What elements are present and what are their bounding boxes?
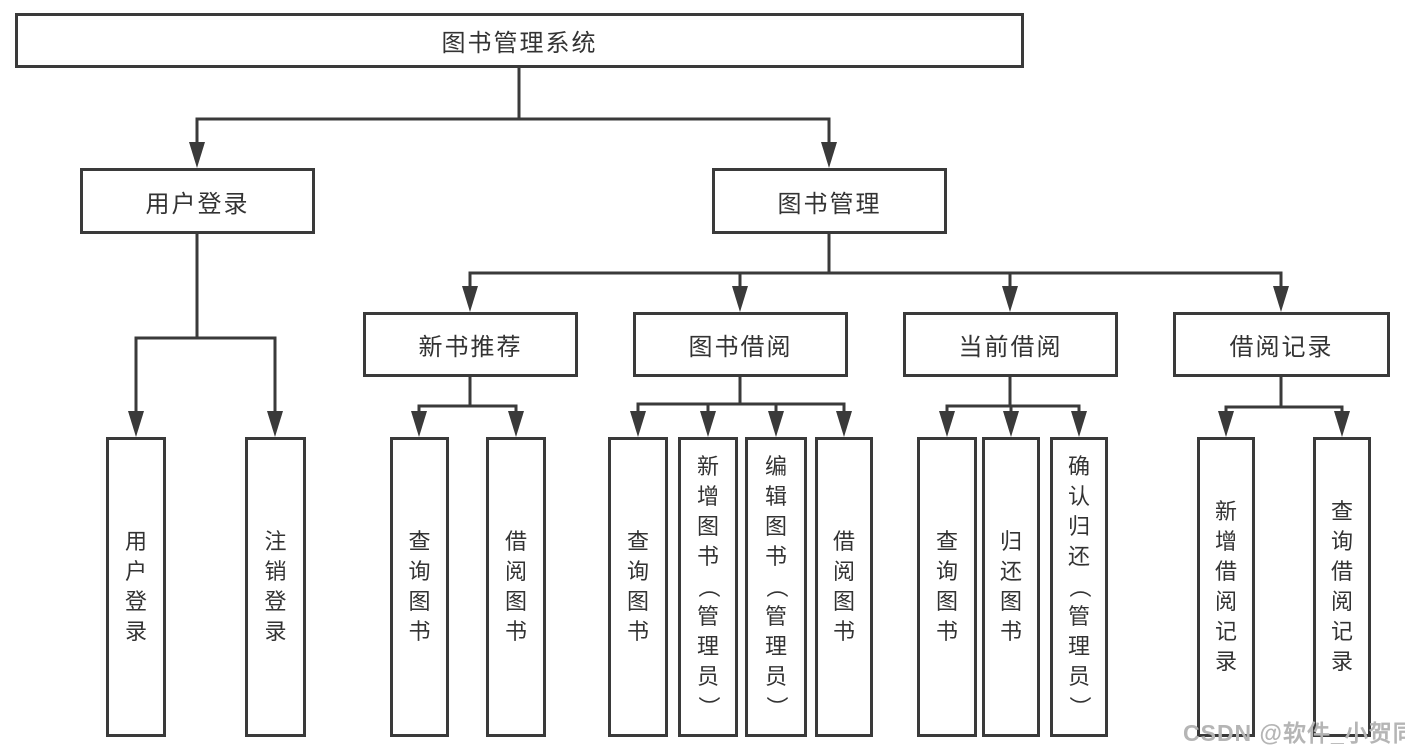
node-leaf-br-add-record: 新增借阅记录	[1197, 437, 1255, 737]
node-leaf-cb-return-books: 归还图书	[982, 437, 1040, 737]
node-leaf-cb-confirm-return-admin: 确认归还（管理员）	[1050, 437, 1108, 737]
node-user-login: 用户登录	[80, 168, 315, 234]
node-leaf-nbr-query-books: 查询图书	[390, 437, 449, 737]
node-new-book-recommendation: 新书推荐	[363, 312, 578, 377]
node-leaf-nbr-borrow-books: 借阅图书	[486, 437, 546, 737]
node-leaf-logout: 注销登录	[245, 437, 306, 737]
node-library-management-system: 图书管理系统	[15, 13, 1024, 68]
csdn-watermark: CSDN @软件_小贺同学	[1183, 720, 1405, 746]
node-book-management: 图书管理	[712, 168, 947, 234]
node-current-borrowing: 当前借阅	[903, 312, 1118, 377]
arrowheads	[128, 142, 1350, 437]
node-leaf-bb-query-books: 查询图书	[608, 437, 668, 737]
node-leaf-bb-borrow-books: 借阅图书	[815, 437, 873, 737]
node-leaf-cb-query-books: 查询图书	[917, 437, 977, 737]
node-book-borrowing: 图书借阅	[633, 312, 848, 377]
node-leaf-user-login: 用户登录	[106, 437, 166, 737]
node-borrowing-records: 借阅记录	[1173, 312, 1390, 377]
node-leaf-bb-edit-books-admin: 编辑图书（管理员）	[745, 437, 807, 737]
node-leaf-bb-add-books-admin: 新增图书（管理员）	[678, 437, 738, 737]
node-leaf-br-query-record: 查询借阅记录	[1313, 437, 1371, 737]
